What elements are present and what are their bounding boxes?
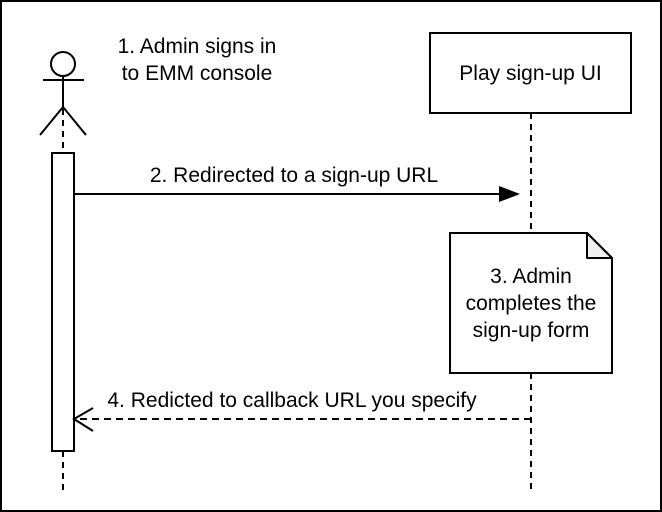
actor-icon — [39, 51, 87, 136]
note-shape — [449, 232, 613, 374]
actor-label: 1. Admin signs in to EMM console — [117, 35, 277, 85]
message-callback-label: 4. Redicted to callback URL you specify — [107, 389, 477, 412]
actor-left-leg-icon — [39, 106, 64, 136]
actor-head-icon — [50, 51, 76, 77]
message-redirect-arrowhead-icon — [499, 186, 520, 202]
message-callback-arrowhead-icon — [72, 407, 94, 432]
note-fold-icon — [586, 232, 613, 259]
participant-label: Play sign-up UI — [459, 61, 602, 85]
activation-bar — [51, 152, 75, 452]
message-redirect-label: 2. Redirected to a sign-up URL — [149, 164, 439, 187]
note-label: 3. Admin completes the sign-up form — [465, 264, 597, 342]
participant-box — [429, 32, 632, 114]
actor-right-leg-icon — [62, 106, 87, 136]
